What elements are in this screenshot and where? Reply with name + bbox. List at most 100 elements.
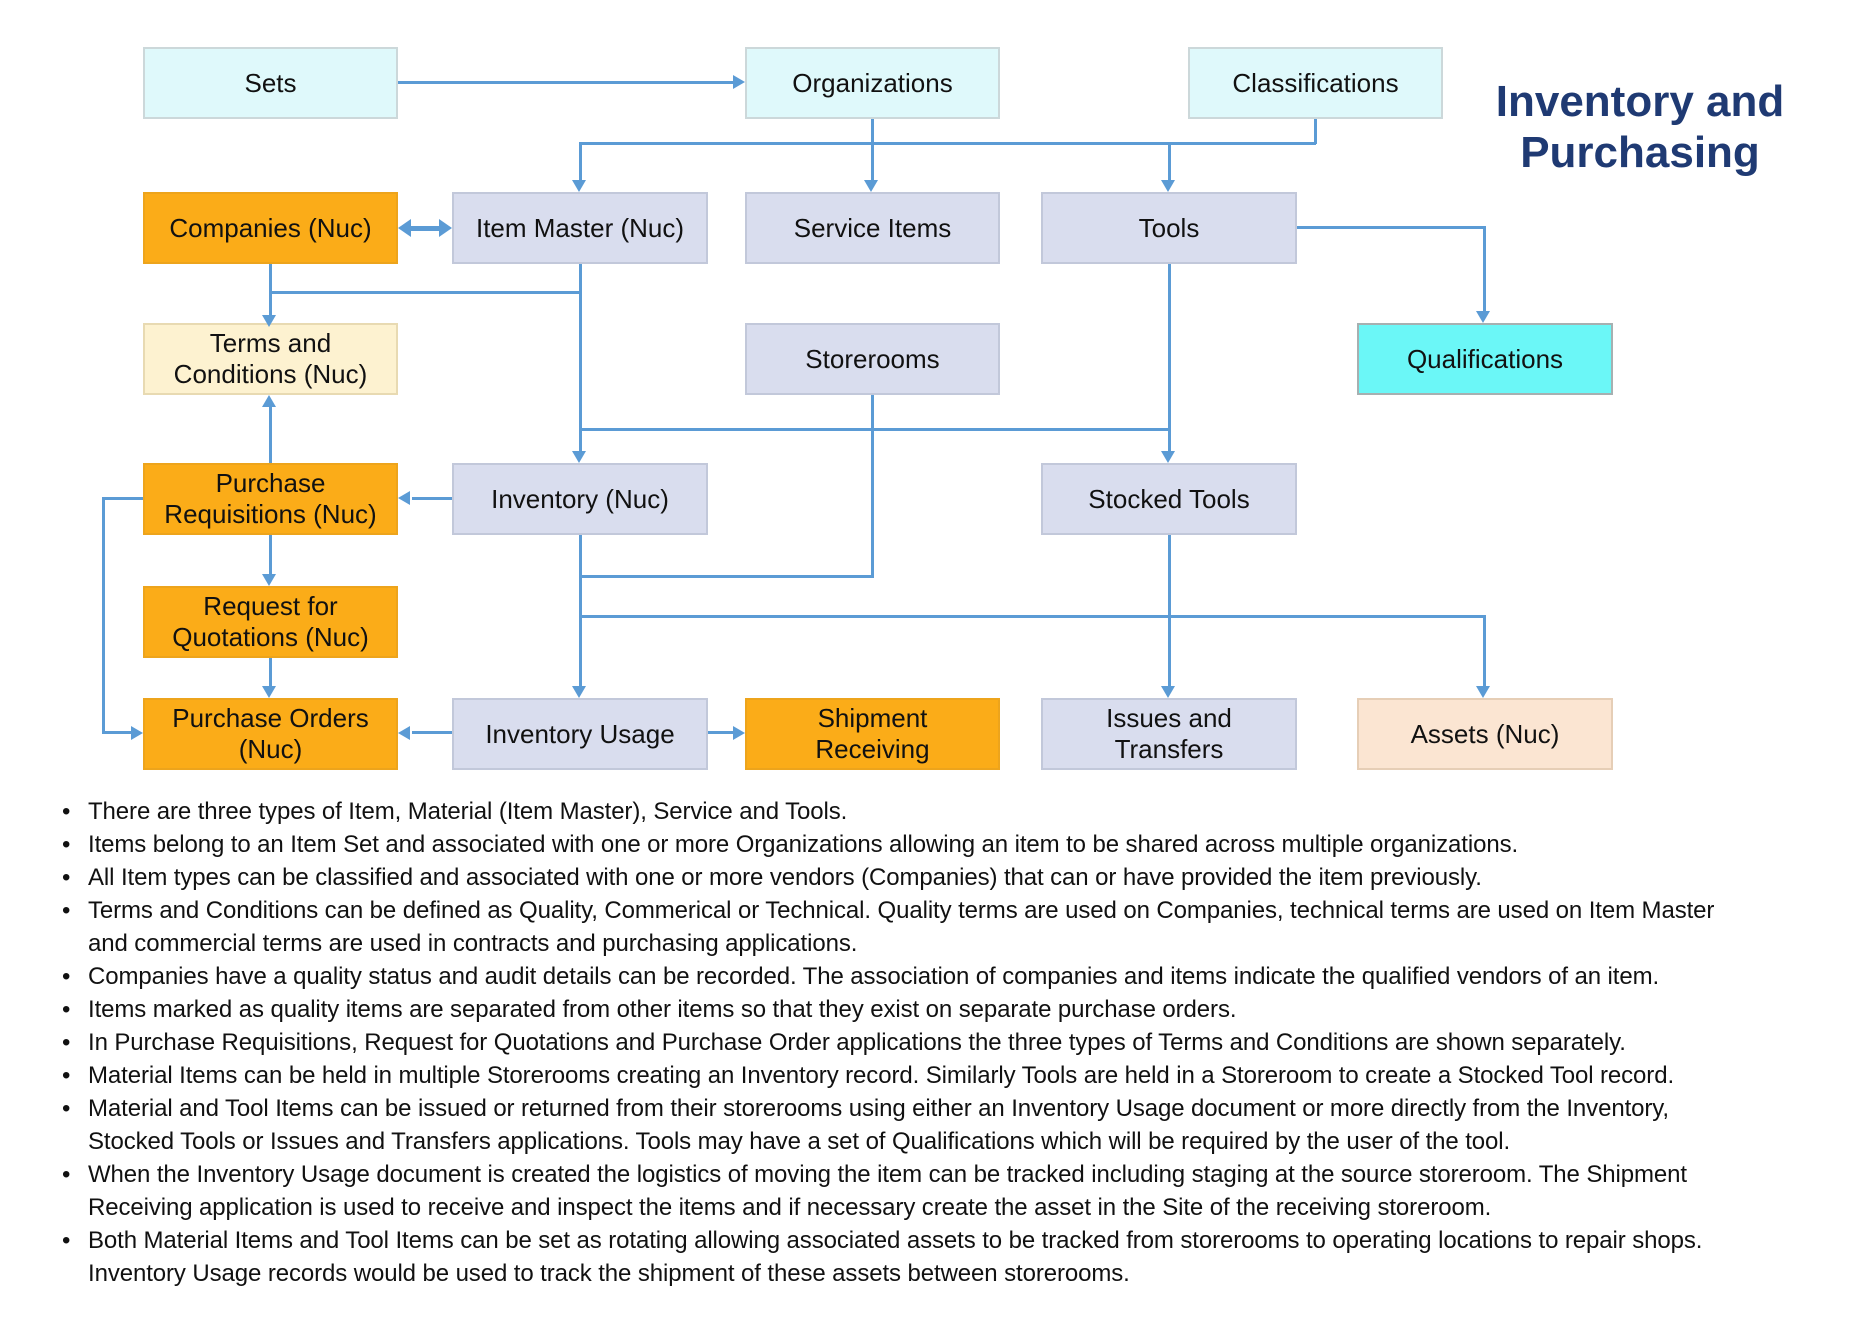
bullet-dot: • — [62, 996, 71, 1023]
node-label: Terms and Conditions (Nuc) — [173, 328, 368, 389]
connector-classifications-stem — [1314, 119, 1317, 144]
connector-tools-stem — [1168, 264, 1171, 429]
node-assets: Assets (Nuc) — [1357, 698, 1613, 770]
bullet-item: • Terms and Conditions can be defined as … — [62, 894, 1852, 960]
bullet-dot: • — [62, 831, 71, 858]
connector-companies-stem — [269, 264, 272, 292]
node-label: Issues and Transfers — [1106, 703, 1232, 764]
node-purchase-requisitions: Purchase Requisitions (Nuc) — [143, 463, 398, 535]
node-item-master: Item Master (Nuc) — [452, 192, 708, 264]
connector-storerooms-stem — [871, 395, 874, 577]
node-label: Item Master (Nuc) — [475, 212, 685, 243]
arrowhead-into-item-master — [572, 180, 586, 192]
node-request-for-quotations: Request for Quotations (Nuc) — [143, 586, 398, 658]
bullet-text: Material Items can be held in multiple S… — [88, 1062, 1675, 1089]
connector-pr-terms — [269, 407, 272, 463]
connector-tools-qualifications-h — [1297, 226, 1485, 229]
connector-drop-stocked-tools — [1168, 428, 1171, 451]
bullet-text: Terms and Conditions can be defined as Q… — [88, 897, 1715, 957]
node-label: Service Items — [793, 212, 952, 243]
arrowhead-into-inventory-usage — [572, 686, 586, 698]
node-label: Stocked Tools — [1088, 483, 1250, 514]
connector-pr-loop-side — [102, 497, 105, 734]
connector-drop-service-items — [871, 142, 874, 180]
node-service-items: Service Items — [745, 192, 1000, 264]
bullet-text: Material and Tool Items can be issued or… — [88, 1095, 1669, 1155]
bullet-text: Items belong to an Item Set and associat… — [88, 831, 1519, 858]
node-label: Inventory Usage — [485, 718, 675, 749]
bullet-dot: • — [62, 1029, 71, 1056]
connector-top-bus — [579, 142, 1316, 145]
arrowhead-into-qualifications — [1476, 311, 1490, 323]
bullet-text: When the Inventory Usage document is cre… — [88, 1161, 1687, 1221]
arrowhead-into-shipment-receiving — [733, 726, 745, 740]
page-title: Inventory and Purchasing — [1495, 77, 1785, 178]
connector-drop-item-master — [579, 142, 582, 180]
arrowhead-into-issues-transfers — [1161, 686, 1175, 698]
bullet-dot: • — [62, 1095, 71, 1122]
arrowhead-into-po-right — [398, 726, 410, 740]
connector-stocked-tools-stem — [1168, 535, 1171, 686]
connector-inventory-stem — [579, 535, 582, 686]
connector-terms-bus — [269, 291, 580, 294]
connector-item-tools-bus — [579, 428, 1171, 431]
connector-drop-tools — [1168, 142, 1171, 180]
connector-pr-loop-bottom — [103, 731, 131, 734]
arrowhead-into-organizations — [733, 75, 745, 89]
bullet-item: •When the Inventory Usage document is cr… — [62, 1158, 1852, 1224]
bullet-item: • There are three types of Item, Material… — [62, 795, 1852, 828]
bullet-dot: • — [62, 1062, 71, 1089]
bullet-item: •Companies have a quality status and aud… — [62, 960, 1852, 993]
node-qualifications: Qualifications — [1357, 323, 1613, 395]
bullet-dot: • — [62, 1227, 71, 1254]
bullet-dot: • — [62, 897, 71, 924]
node-sets: Sets — [143, 47, 398, 119]
bullet-text: Both Material Items and Tool Items can b… — [88, 1227, 1703, 1287]
connector-assets-bus — [579, 615, 1486, 618]
node-issues-and-transfers: Issues and Transfers — [1041, 698, 1297, 770]
connector-rfq-po — [269, 658, 272, 686]
node-inventory-usage: Inventory Usage — [452, 698, 708, 770]
notes-list: • There are three types of Item, Material… — [62, 795, 1852, 1290]
bullet-item: •In Purchase Requisitions, Request for Q… — [62, 1026, 1852, 1059]
arrowhead-into-po-left — [131, 726, 143, 740]
node-stocked-tools: Stocked Tools — [1041, 463, 1297, 535]
connector-item-master-stem — [579, 264, 582, 429]
arrowhead-into-companies — [398, 219, 411, 237]
node-shipment-receiving: Shipment Receiving — [745, 698, 1000, 770]
bullet-item: •All Item types can be classified and as… — [62, 861, 1852, 894]
node-label: Classifications — [1232, 67, 1399, 98]
arrowhead-into-stocked-tools — [1161, 451, 1175, 463]
bullet-item: • Items belong to an Item Set and associa… — [62, 828, 1852, 861]
connector-tools-qualifications-v — [1483, 226, 1486, 311]
arrowhead-into-assets — [1476, 686, 1490, 698]
node-label: Purchase Requisitions (Nuc) — [164, 468, 377, 529]
bullet-text: All Item types can be classified and ass… — [88, 864, 1482, 891]
bullet-dot: • — [62, 963, 71, 990]
connector-inventory-pr — [412, 497, 452, 500]
bullet-item: • Material Items can be held in multiple … — [62, 1059, 1852, 1092]
arrowhead-into-po — [262, 686, 276, 698]
node-classifications: Classifications — [1188, 47, 1443, 119]
node-label: Qualifications — [1406, 343, 1564, 374]
bullet-dot: • — [62, 798, 71, 825]
node-label: Sets — [244, 67, 297, 98]
connector-iu-shipment — [708, 731, 733, 734]
node-purchase-orders: Purchase Orders (Nuc) — [143, 698, 398, 770]
bullet-text: Items marked as quality items are separa… — [88, 996, 1237, 1023]
node-companies: Companies (Nuc) — [143, 192, 398, 264]
bullet-text: There are three types of Item, Material … — [88, 798, 848, 825]
connector-organizations-stem — [871, 119, 874, 144]
connector-pr-loop-top — [103, 497, 143, 500]
node-label: Companies (Nuc) — [169, 212, 372, 243]
arrowhead-into-terms-bottom — [262, 395, 276, 407]
connector-companies-item-master — [411, 226, 439, 231]
node-inventory: Inventory (Nuc) — [452, 463, 708, 535]
arrowhead-into-terms — [262, 315, 276, 327]
node-label: Assets (Nuc) — [1410, 718, 1560, 749]
arrowhead-into-tools — [1161, 180, 1175, 192]
connector-drop-assets — [1483, 615, 1486, 686]
connector-pr-rfq — [269, 535, 272, 574]
connector-storerooms-elbow — [579, 575, 874, 578]
